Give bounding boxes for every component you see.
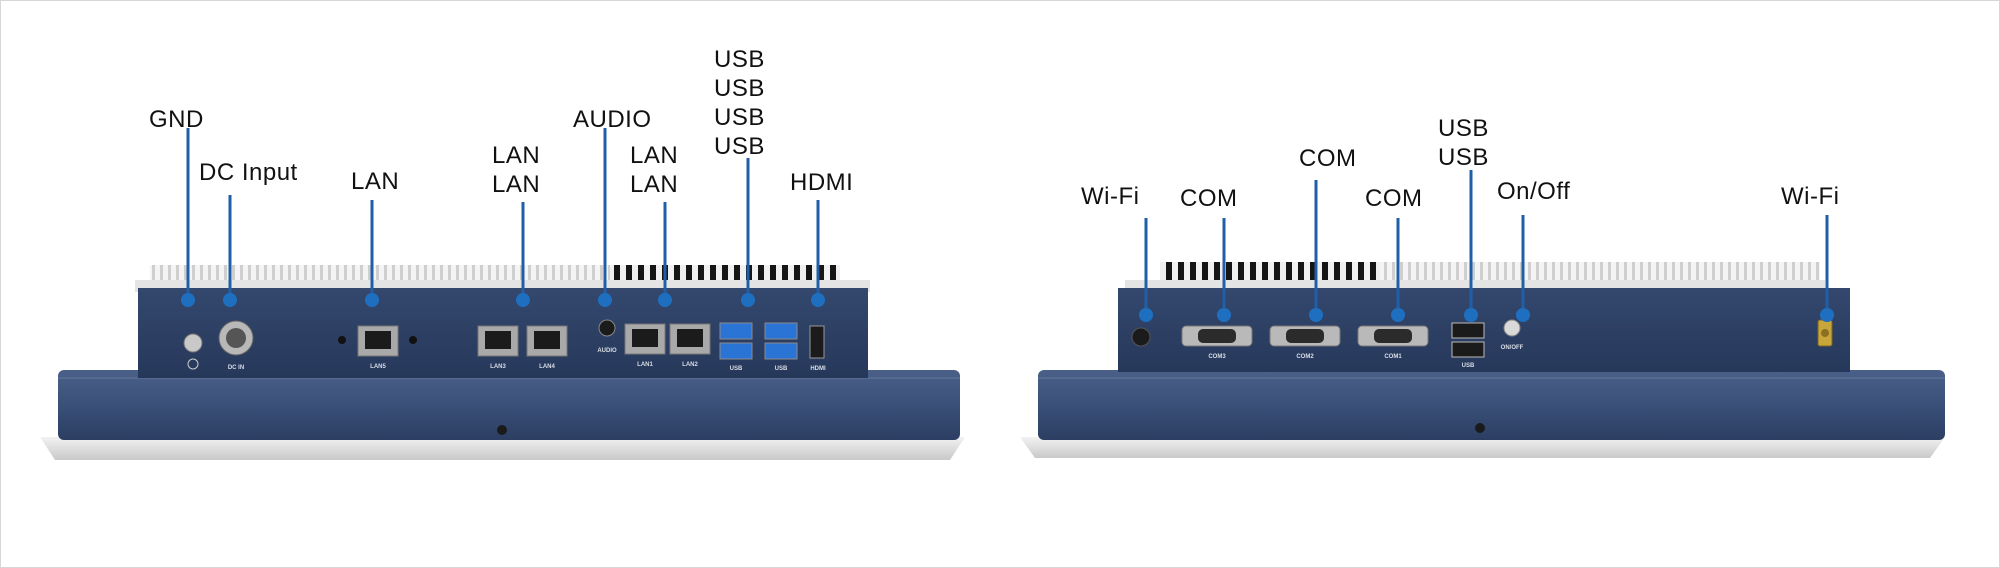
port-label-com2: COM2	[1296, 354, 1314, 360]
callout-lan: LAN	[351, 168, 400, 195]
power-button-icon	[1503, 319, 1521, 337]
callout-lan-pair-right: LAN LAN	[630, 141, 678, 199]
callout-gnd: GND	[149, 106, 204, 133]
callout-hdmi: HDMI	[790, 169, 854, 196]
callout-usb-right-1: USB	[1438, 115, 1489, 142]
left-device: DC IN LAN5 LAN3 LAN4 AUDIO	[40, 128, 965, 460]
usb-stack-a-icon	[719, 322, 753, 360]
port-label-usb-a: USB	[730, 366, 743, 372]
callout-usb-3: USB	[714, 104, 765, 131]
wifi-antenna-connector-icon	[1817, 319, 1833, 347]
callout-com-2: COM	[1299, 145, 1357, 172]
port-label-lan2: LAN2	[682, 362, 698, 368]
callout-lan-pair-left-1: LAN	[492, 142, 541, 169]
callout-lan-pair-right-1: LAN	[630, 142, 679, 169]
callout-com-3: COM	[1365, 185, 1423, 212]
port-label-com3: COM3	[1208, 354, 1226, 360]
callout-usb-right-2: USB	[1438, 144, 1489, 171]
db9-port-com1-icon	[1357, 325, 1429, 347]
callout-usb-stack-left: USB USB USB USB	[714, 45, 765, 161]
port-label-lan5: LAN5	[370, 364, 386, 370]
right-leader-lines	[1144, 170, 1829, 315]
right-base-silver	[1020, 437, 1945, 458]
callout-usb-4: USB	[714, 133, 765, 160]
callout-com-1: COM	[1180, 185, 1238, 212]
left-callout-dots	[181, 293, 825, 307]
rj45-port-lan2-icon	[669, 323, 711, 355]
right-bezel	[1038, 370, 1945, 440]
wifi-plug-left-icon	[1131, 327, 1151, 347]
ground-symbol-icon	[187, 358, 199, 370]
callout-wifi-left: Wi-Fi	[1081, 183, 1140, 210]
rj45-port-lan1-icon	[624, 323, 666, 355]
callout-on-off: On/Off	[1497, 178, 1571, 205]
callout-lan-pair-left: LAN LAN	[492, 141, 540, 199]
callout-usb-stack-right: USB USB	[1438, 114, 1489, 172]
rj45-port-lan4-icon	[526, 325, 568, 357]
port-label-lan1: LAN1	[637, 362, 653, 368]
db9-port-com2-icon	[1269, 325, 1341, 347]
audio-jack-icon	[598, 319, 616, 337]
left-bezel	[58, 370, 960, 440]
port-label-dc-in: DC IN	[228, 365, 244, 371]
gnd-screw-icon	[183, 333, 203, 353]
screw-icon	[1475, 423, 1485, 433]
callout-usb-2: USB	[714, 75, 765, 102]
callout-audio: AUDIO	[573, 106, 652, 133]
screw-icon	[497, 425, 507, 435]
port-label-lan3: LAN3	[490, 364, 506, 370]
rj45-port-lan5-icon	[357, 325, 399, 357]
left-leader-lines	[186, 128, 820, 300]
right-device: COM3 COM2 COM1 USB ON/OFF	[1020, 170, 1945, 458]
port-label-usb-b: USB	[775, 366, 788, 372]
left-base-silver	[40, 437, 965, 460]
db9-port-com3-icon	[1181, 325, 1253, 347]
callout-lan-pair-left-2: LAN	[492, 171, 541, 198]
rj45-port-lan3-icon	[477, 325, 519, 357]
usb-stack-right-icon	[1451, 322, 1485, 358]
port-label-com1: COM1	[1384, 354, 1402, 360]
callout-usb-1: USB	[714, 46, 765, 73]
hdmi-port-icon	[809, 325, 825, 359]
port-label-on-off: ON/OFF	[1501, 345, 1524, 351]
callout-wifi-right: Wi-Fi	[1781, 183, 1840, 210]
port-label-audio: AUDIO	[597, 348, 617, 354]
port-label-lan4: LAN4	[539, 364, 555, 370]
usb-stack-b-icon	[764, 322, 798, 360]
port-label-usb: USB	[1462, 363, 1475, 369]
callout-dc-input: DC Input	[199, 159, 298, 186]
right-callout-dots	[1139, 308, 1834, 322]
callout-lan-pair-right-2: LAN	[630, 171, 679, 198]
port-label-hdmi: HDMI	[810, 366, 826, 372]
